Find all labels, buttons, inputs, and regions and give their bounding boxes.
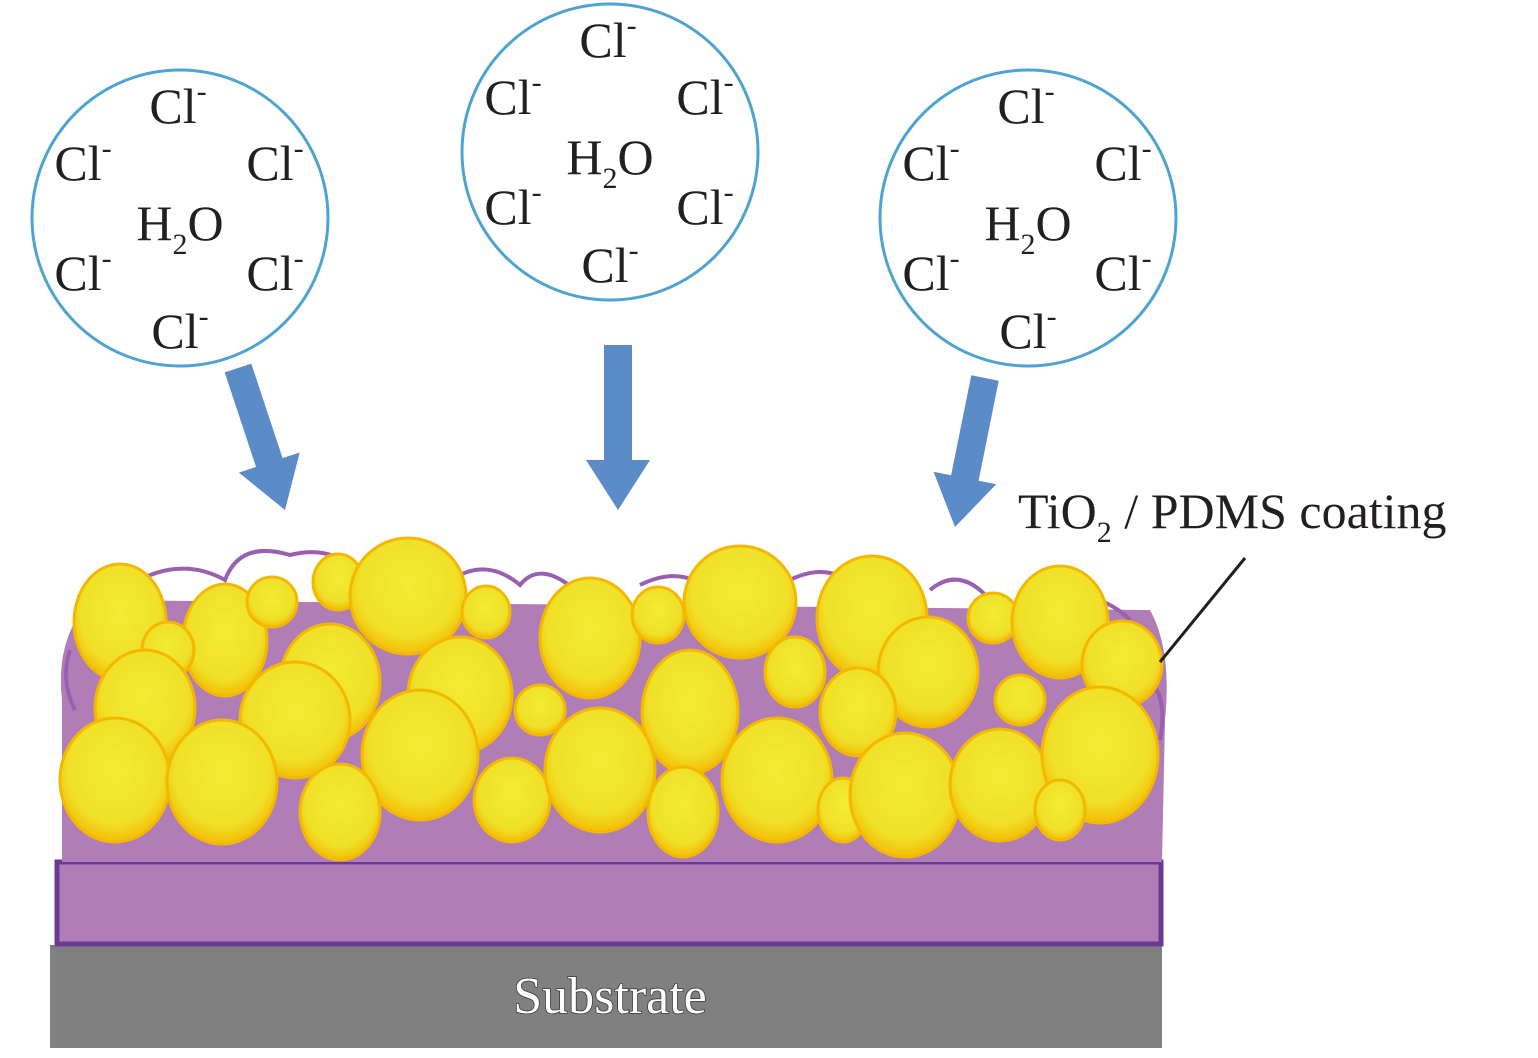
- tio2-particle: [876, 615, 980, 729]
- tio2-particle: [543, 706, 657, 834]
- tio2-particle: [298, 762, 382, 862]
- tio2-particle: [640, 648, 740, 776]
- chloride-ion: Cl-: [902, 132, 959, 191]
- tio2-particle: [1033, 778, 1087, 842]
- tio2-particle: [513, 683, 567, 737]
- tio2-particle: [348, 536, 468, 656]
- tio2-particle: [630, 585, 686, 645]
- coating-label-prefix: TiO: [1018, 483, 1097, 539]
- cluster-circle: [878, 68, 1178, 368]
- diffusion-arrow: [933, 375, 999, 527]
- chloride-ion: Cl-: [151, 300, 208, 359]
- ion-cluster: Cl- Cl- Cl- Cl- Cl- Cl- H2O: [878, 68, 1178, 368]
- substrate-label: Substrate: [513, 968, 707, 1025]
- tio2-particle: [360, 688, 480, 822]
- coating-label-subscript: 2: [1097, 516, 1112, 549]
- water-molecule: H2O: [984, 195, 1071, 261]
- chloride-ion: Cl-: [484, 66, 541, 125]
- cluster-circle: [30, 68, 330, 368]
- coating-label: TiO2 / PDMS coating: [1018, 483, 1447, 549]
- chloride-ion: Cl-: [902, 242, 959, 301]
- chloride-ion: Cl-: [581, 234, 638, 293]
- water-molecule: H2O: [136, 195, 223, 261]
- tio2-particle: [818, 666, 898, 758]
- tio2-particle: [848, 731, 962, 859]
- diffusion-arrow: [586, 345, 650, 510]
- chloride-ion: Cl-: [484, 176, 541, 235]
- ion-cluster: Cl- Cl- Cl- Cl- Cl- Cl- H2O: [460, 2, 760, 302]
- diffusion-arrow: [224, 363, 300, 510]
- substrate: [50, 945, 1162, 1048]
- chloride-ion: Cl-: [246, 132, 303, 191]
- tio2-particle: [472, 756, 552, 844]
- tio2-particle: [682, 544, 798, 660]
- tio2-particle: [58, 716, 172, 844]
- ion-cluster: Cl- Cl- Cl- Cl- Cl- Cl- H2O: [30, 68, 330, 368]
- tio2-particles: [58, 536, 1164, 862]
- tio2-particle: [538, 576, 642, 700]
- cluster-circle: [460, 2, 760, 302]
- coating-label-suffix: / PDMS coating: [1112, 483, 1447, 539]
- tio2-particle: [460, 584, 512, 640]
- chloride-ion: Cl-: [54, 132, 111, 191]
- tio2-particle: [966, 591, 1020, 645]
- chloride-ion: Cl-: [1094, 242, 1151, 301]
- tio2-particle: [948, 727, 1052, 843]
- arrows: [224, 345, 999, 527]
- tio2-particle: [165, 718, 279, 846]
- tio2-particle: [245, 575, 299, 629]
- chloride-ion: Cl-: [246, 242, 303, 301]
- chloride-ion: Cl-: [999, 300, 1056, 359]
- tio2-particle: [993, 673, 1047, 727]
- tio2-particle: [763, 635, 827, 709]
- chloride-ion: Cl-: [579, 9, 636, 68]
- chloride-ion: Cl-: [676, 176, 733, 235]
- chloride-ion: Cl-: [54, 242, 111, 301]
- water-molecule: H2O: [566, 129, 653, 195]
- label-leader-line: [1158, 557, 1247, 663]
- chloride-ion: Cl-: [997, 75, 1054, 134]
- tio2-particle: [720, 716, 834, 844]
- tio2-particle: [646, 765, 720, 859]
- chloride-ion: Cl-: [676, 66, 733, 125]
- ion-clusters: Cl- Cl- Cl- Cl- Cl- Cl- H2O Cl- Cl- Cl- Cl- Cl- Cl- H…: [30, 2, 1178, 368]
- chloride-ion: Cl-: [149, 75, 206, 134]
- chloride-ion: Cl-: [1094, 132, 1151, 191]
- pdms-base-layer: [54, 859, 1164, 947]
